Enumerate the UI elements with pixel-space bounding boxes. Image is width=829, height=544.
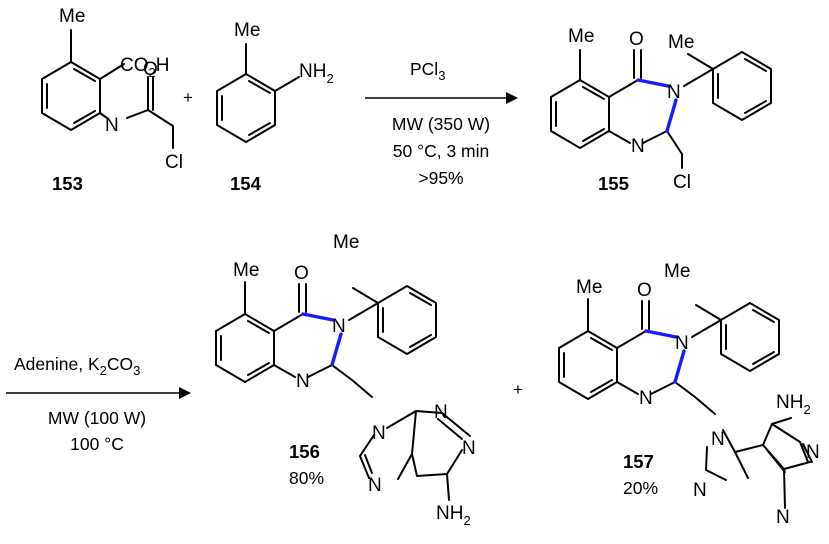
compound-155: Me O N N Me Cl 155 (550, 26, 772, 194)
amino-label: NH2 (776, 392, 811, 417)
methyl-label: Me (233, 260, 259, 281)
compound-number-157: 157 (623, 451, 654, 472)
compound-number-155: 155 (598, 173, 629, 194)
compound-number-153: 153 (52, 173, 83, 194)
reagent-pcl3: PCl3 (410, 59, 445, 83)
chlorine-label: Cl (673, 172, 691, 193)
compound-157: Me O N N Me NH2 N N N N 157 20% (558, 261, 820, 528)
purine-n9-label: N (372, 423, 386, 444)
condition-text: MW (100 W) (48, 408, 146, 428)
compound-153: Me CO2H O N H Cl 153 (41, 6, 183, 194)
methyl-label: Me (59, 6, 85, 27)
amide-nitrogen-label: N (105, 115, 119, 136)
nitrogen-n1-label: N (639, 388, 653, 409)
yield-157: 20% (623, 478, 658, 498)
purine-n7-label: N (711, 429, 725, 450)
yield-156: 80% (289, 468, 324, 488)
amino-label: NH2 (436, 503, 471, 528)
purine-n9-label: N (693, 480, 707, 501)
compound-number-156: 156 (289, 441, 320, 462)
yield-text: >95% (418, 168, 463, 188)
purine-n3-label: N (776, 507, 790, 528)
amide-carbonyl-oxygen-label: O (143, 59, 158, 80)
methyl-label: Me (333, 232, 359, 253)
compound-156: Me O N N Me N N N N NH2 156 80% (215, 232, 476, 528)
methyl-label: Me (668, 32, 694, 53)
plus-sign: + (183, 88, 193, 107)
nitrogen-n3-label: N (332, 316, 346, 337)
condition-text: MW (350 W) (392, 114, 490, 134)
carbonyl-oxygen-label: O (294, 263, 309, 284)
reagent-adenine-k2co3: Adenine, K2CO3 (14, 354, 140, 378)
nitrogen-n1-label: N (296, 371, 310, 392)
amino-label: NH2 (299, 61, 334, 86)
purine-n1-label: N (806, 442, 820, 463)
purine-n3-label: N (434, 402, 448, 423)
carbonyl-oxygen-label: O (629, 29, 644, 50)
carbonyl-oxygen-label: O (637, 280, 652, 301)
methyl-label: Me (664, 261, 690, 282)
plus-sign: + (513, 380, 523, 399)
condition-text: 50 °C, 3 min (393, 141, 489, 161)
condition-text: 100 °C (70, 434, 124, 454)
carboxylic-acid-label: CO2H (120, 55, 169, 80)
nitrogen-n3-label: N (675, 333, 689, 354)
purine-n1-label: N (462, 438, 476, 459)
nitrogen-n1-label: N (631, 136, 645, 157)
methyl-label: Me (234, 20, 260, 41)
reaction-arrow-2: Adenine, K2CO3 MW (100 W) 100 °C (6, 354, 191, 454)
chlorine-label: Cl (165, 152, 183, 173)
methyl-label: Me (568, 26, 594, 47)
purine-n7-label: N (368, 475, 382, 496)
nitrogen-n3-label: N (667, 82, 681, 103)
reaction-arrow-1: PCl3 MW (350 W) 50 °C, 3 min >95% (365, 59, 518, 188)
compound-154: Me NH2 154 (216, 20, 334, 194)
compound-number-154: 154 (230, 173, 262, 194)
methyl-label: Me (576, 277, 602, 298)
